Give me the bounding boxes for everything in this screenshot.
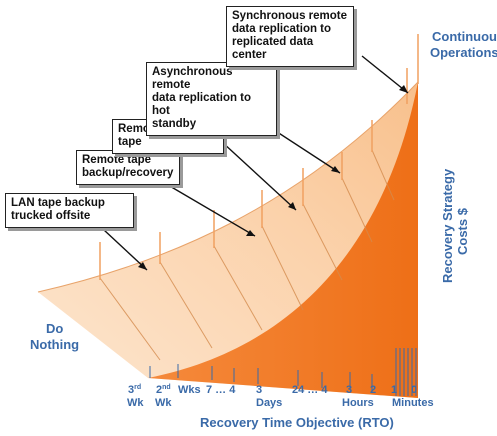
do-nothing-line2: Nothing [30,337,79,352]
do-nothing-line1: Do [46,321,63,336]
surface-section-lines [99,149,395,361]
tick-wk2: Wk [155,397,172,409]
tick-hours: Hours [342,397,374,409]
continuous-operations-label: Continuous Operations [430,29,497,60]
pointer-arrowheads [138,85,408,270]
axis-ticks [149,348,417,396]
callout-async-replication: Asynchronous remote data replication to … [146,62,277,136]
dark-cost-surface [148,82,418,398]
tick-3rd-sup: rd [134,384,141,391]
tick-0: 0 [411,384,417,396]
tick-2: 2 [370,384,376,396]
do-nothing-label: Do Nothing [30,321,79,352]
y-axis-label: Recovery Strategy Costs $ [440,165,470,283]
tick-wk1: Wk [127,397,144,409]
tick-3rd: 3 [128,384,134,396]
tick-minutes: Minutes [392,397,434,409]
tick-7-4: 7 … 4 [206,384,236,396]
tick-2nd-sup: nd [162,384,171,391]
tick-3d: 3 [256,384,262,396]
callout-remote-tape: Remote tape backup/recovery [76,150,180,185]
x-axis-title: Recovery Time Objective (RTO) [200,415,394,430]
callout-sync-replication: Synchronous remote data replication to r… [226,6,354,67]
tick-24-4: 24 … 4 [292,384,328,396]
tick-wks: Wks [178,384,201,396]
y-axis-line2: Costs $ [455,207,470,255]
tick-3h: 3 [346,384,352,396]
continuous-line1: Continuous [432,29,497,44]
tick-labels: 3rd Wk 2nd Wk Wks 7 … 4 3 Days 24 … 4 3 … [127,380,434,409]
tick-1: 1 [391,384,397,396]
tick-2nd: 2 [156,384,162,396]
continuous-line2: Operations [430,45,497,60]
rto-spikes [99,34,419,280]
y-axis-line1: Recovery Strategy [440,168,455,283]
light-surface-edge [37,81,419,293]
tick-days: Days [256,397,282,409]
callout-lan-tape: LAN tape backup trucked offsite [5,193,134,228]
